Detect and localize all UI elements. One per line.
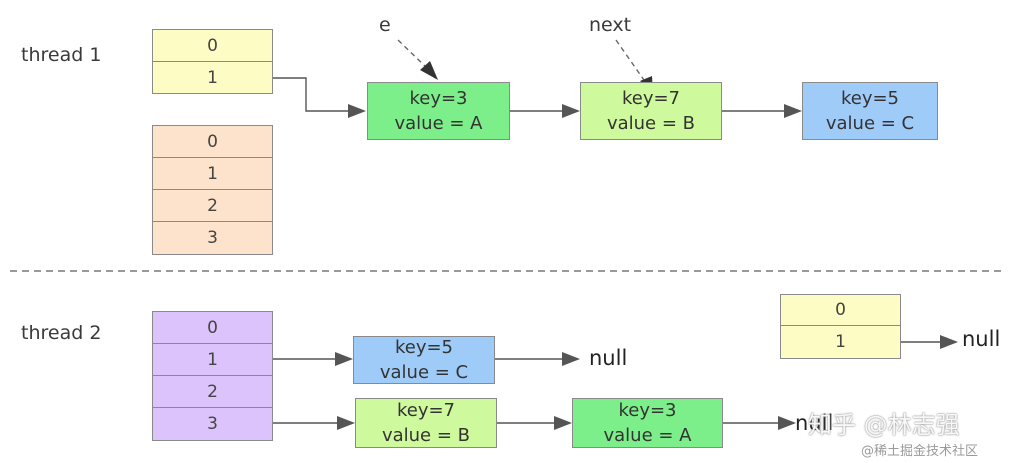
t1-new-table-slot-1: 1 bbox=[152, 157, 273, 190]
t2-node-key3: key=3 value = A bbox=[572, 398, 723, 448]
arrowhead bbox=[554, 416, 572, 430]
node-key: key=3 bbox=[409, 88, 468, 109]
t1-node-key3: key=3 value = A bbox=[367, 82, 510, 140]
node-key: key=7 bbox=[396, 400, 456, 421]
pointer-next-line bbox=[615, 39, 647, 84]
arrowhead bbox=[940, 335, 958, 349]
node-key: key=3 bbox=[618, 400, 677, 421]
pointer-e-line bbox=[397, 39, 430, 71]
t2-bucket3-null: null bbox=[795, 411, 834, 435]
t1-node-key7: key=7 value = B bbox=[580, 82, 722, 140]
t1-new-table-slot-0: 0 bbox=[152, 125, 273, 158]
arrowhead bbox=[335, 352, 353, 366]
node-value: value = A bbox=[603, 425, 692, 446]
node-key: key=5 bbox=[394, 337, 454, 358]
t2-old-null: null bbox=[962, 327, 1001, 351]
node-value: value = B bbox=[381, 425, 471, 446]
node-value: value = B bbox=[606, 113, 696, 134]
arrowhead bbox=[420, 61, 438, 80]
t2-bucket1-null: null bbox=[589, 346, 628, 370]
t2-old-table-slot-1: 1 bbox=[780, 325, 901, 359]
t1-new-table-slot-2: 2 bbox=[152, 189, 273, 222]
arrowhead bbox=[337, 416, 355, 430]
t1-new-table-slot-3: 3 bbox=[152, 221, 273, 255]
arrowhead bbox=[562, 352, 580, 366]
juejin-watermark: @稀土掘金技术社区 bbox=[861, 444, 979, 459]
thread-1-label: thread 1 bbox=[21, 44, 102, 66]
thread-2-label: thread 2 bbox=[21, 322, 102, 344]
node-value: value = C bbox=[825, 113, 915, 134]
t2-node-key5: key=5 value = C bbox=[353, 336, 495, 384]
arrowhead bbox=[778, 416, 796, 430]
t2-new-table-slot-1: 1 bbox=[152, 343, 273, 376]
t2-new-table-slot-2: 2 bbox=[152, 375, 273, 408]
arrowhead bbox=[348, 104, 366, 118]
t1-node-key5: key=5 value = C bbox=[802, 82, 938, 140]
t2-new-table-slot-3: 3 bbox=[152, 407, 273, 441]
t2-old-table-slot-0: 0 bbox=[780, 294, 901, 326]
node-value: value = A bbox=[394, 113, 483, 134]
pointer-e-label: e bbox=[379, 14, 391, 36]
t1-old-table-slot-1: 1 bbox=[152, 61, 273, 94]
zhihu-watermark: 知乎 @林志强 bbox=[808, 411, 960, 439]
node-key: key=7 bbox=[621, 88, 681, 109]
t2-new-table-slot-0: 0 bbox=[152, 311, 273, 344]
pointer-next-label: next bbox=[589, 14, 632, 36]
t2-node-key7: key=7 value = B bbox=[355, 398, 497, 448]
t1-old-table-slot-0: 0 bbox=[152, 29, 273, 62]
arrowhead bbox=[562, 104, 580, 118]
node-key: key=5 bbox=[840, 88, 900, 109]
link-t1-bucket1-to-key3 bbox=[272, 77, 356, 112]
node-value: value = C bbox=[379, 362, 469, 383]
arrowhead bbox=[784, 104, 802, 118]
